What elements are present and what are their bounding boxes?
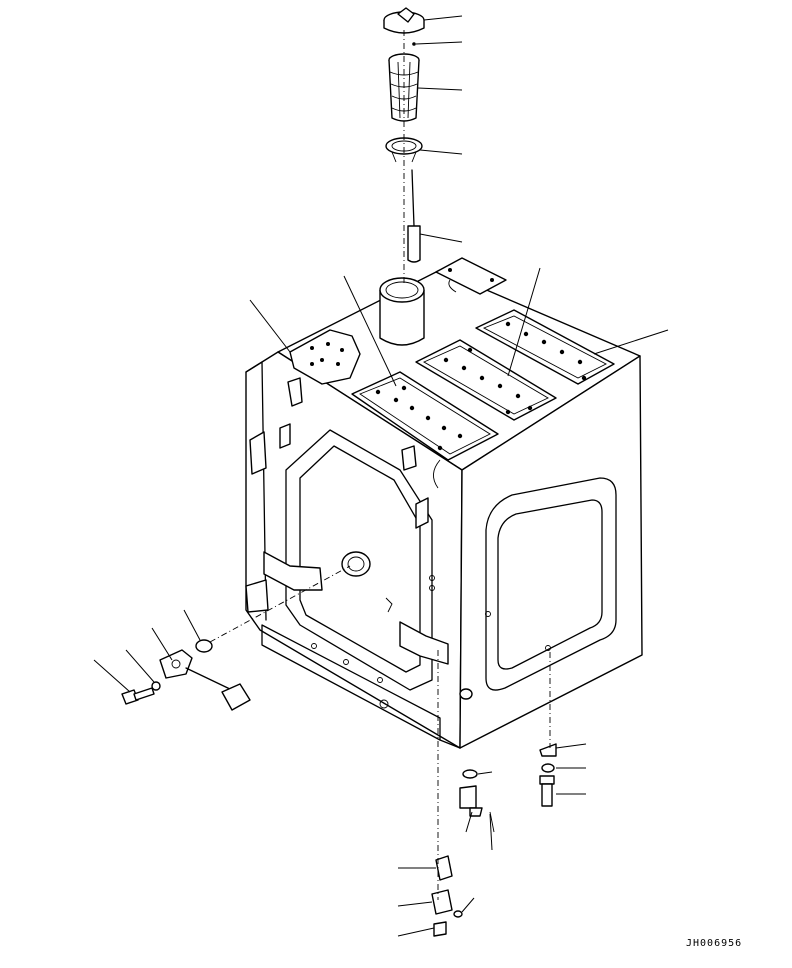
sender-port <box>341 551 371 577</box>
drain-plug-icon <box>431 889 463 918</box>
center-lines <box>209 30 551 900</box>
drain-valve-icon <box>459 688 483 817</box>
right-window-outer <box>485 477 617 691</box>
cap-icon <box>433 921 447 937</box>
front-window-outer <box>285 429 433 691</box>
right-window-inner <box>497 499 603 670</box>
drawing-code: JH006956 <box>686 938 742 949</box>
sender-unit-icon <box>159 649 251 711</box>
washer-icon <box>151 681 161 691</box>
small-pin-icon <box>412 42 416 46</box>
elbow-fitting-icon <box>435 811 495 881</box>
leader-lines <box>93 15 669 937</box>
top-mount-bracket <box>435 257 507 295</box>
cover-plate-icon <box>351 309 615 461</box>
strainer-icon <box>388 53 420 122</box>
cap-icon <box>539 743 557 807</box>
filler-neck <box>379 277 425 346</box>
bolt-icon <box>121 687 155 705</box>
top-pad <box>289 329 361 385</box>
o-ring-icon <box>195 639 213 653</box>
fuel-cap-icon <box>383 7 425 34</box>
front-window-inner <box>299 445 421 673</box>
level-gauge-rod-icon <box>407 169 421 263</box>
tank-right-face <box>459 355 643 749</box>
fuel-tank-icon <box>245 257 643 749</box>
